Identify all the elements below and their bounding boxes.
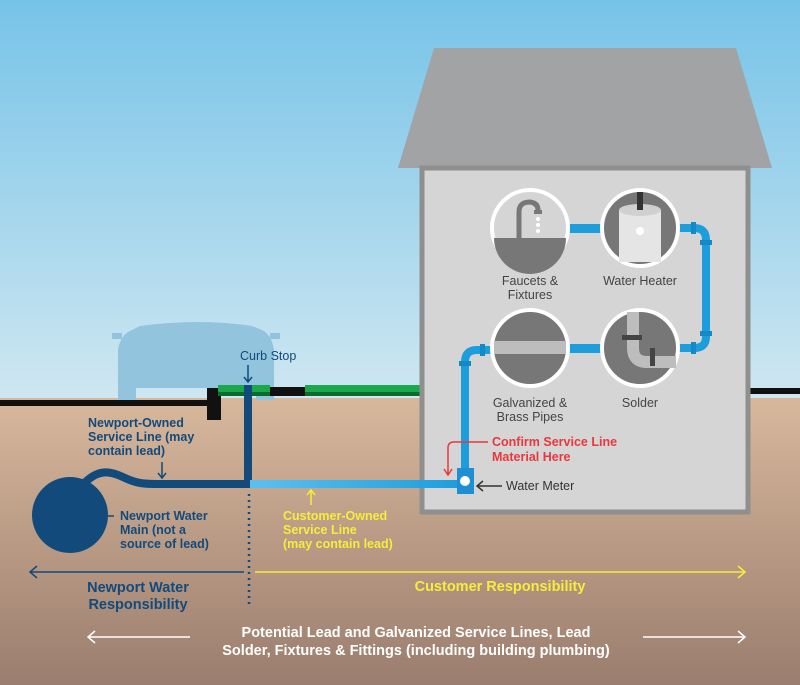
pipe-icon bbox=[490, 308, 570, 388]
fixture-label-solder: Solder bbox=[622, 396, 658, 410]
street-surface bbox=[0, 400, 212, 406]
confirm-arrow-icon bbox=[443, 441, 488, 477]
car-silhouette-icon bbox=[112, 322, 280, 400]
curb-stop-riser bbox=[244, 385, 252, 488]
lawn bbox=[305, 385, 423, 396]
faucet-icon bbox=[490, 188, 570, 274]
curb-stop-label: Curb Stop bbox=[240, 349, 296, 363]
fixture-label-faucets: Faucets &Fixtures bbox=[502, 274, 559, 302]
water-meter-dial bbox=[460, 476, 470, 486]
water-heater-icon bbox=[600, 188, 680, 268]
curb-stop-arrow-icon bbox=[243, 365, 253, 384]
ground-line-right bbox=[745, 388, 800, 394]
customer-service-line bbox=[250, 480, 465, 488]
house-loop-pipe bbox=[676, 224, 710, 352]
pipe-fittings bbox=[459, 222, 712, 366]
house-roof bbox=[398, 48, 772, 168]
fixture-label-water-heater: Water Heater bbox=[603, 274, 677, 288]
fixture-label-galvanized: Galvanized &Brass Pipes bbox=[493, 396, 568, 424]
lawn-shade bbox=[305, 392, 423, 396]
sidewalk bbox=[270, 387, 305, 396]
pipe-segment bbox=[566, 224, 606, 233]
water-meter-label: Water Meter bbox=[506, 479, 574, 493]
newport-owned-arrow-icon bbox=[157, 462, 167, 480]
newport-responsibility-arrow-icon bbox=[28, 565, 244, 579]
water-main-arrow-icon bbox=[86, 510, 114, 522]
water-meter-arrow-icon bbox=[475, 480, 502, 492]
newport-service-line bbox=[74, 468, 250, 493]
footer-note: Potential Lead and Galvanized Service Li… bbox=[222, 625, 610, 659]
house-body bbox=[419, 165, 751, 515]
pipe-segment bbox=[566, 344, 606, 353]
solder-joint-icon bbox=[600, 308, 680, 388]
water-main bbox=[32, 477, 108, 553]
customer-owned-arrow-icon bbox=[306, 488, 316, 505]
customer-responsibility-arrow-icon bbox=[255, 565, 747, 579]
footer-left-arrow-icon bbox=[86, 630, 190, 644]
curb bbox=[207, 388, 221, 420]
footer-right-arrow-icon bbox=[643, 630, 747, 644]
customer-responsibility-label: Customer Responsibility bbox=[415, 579, 586, 595]
